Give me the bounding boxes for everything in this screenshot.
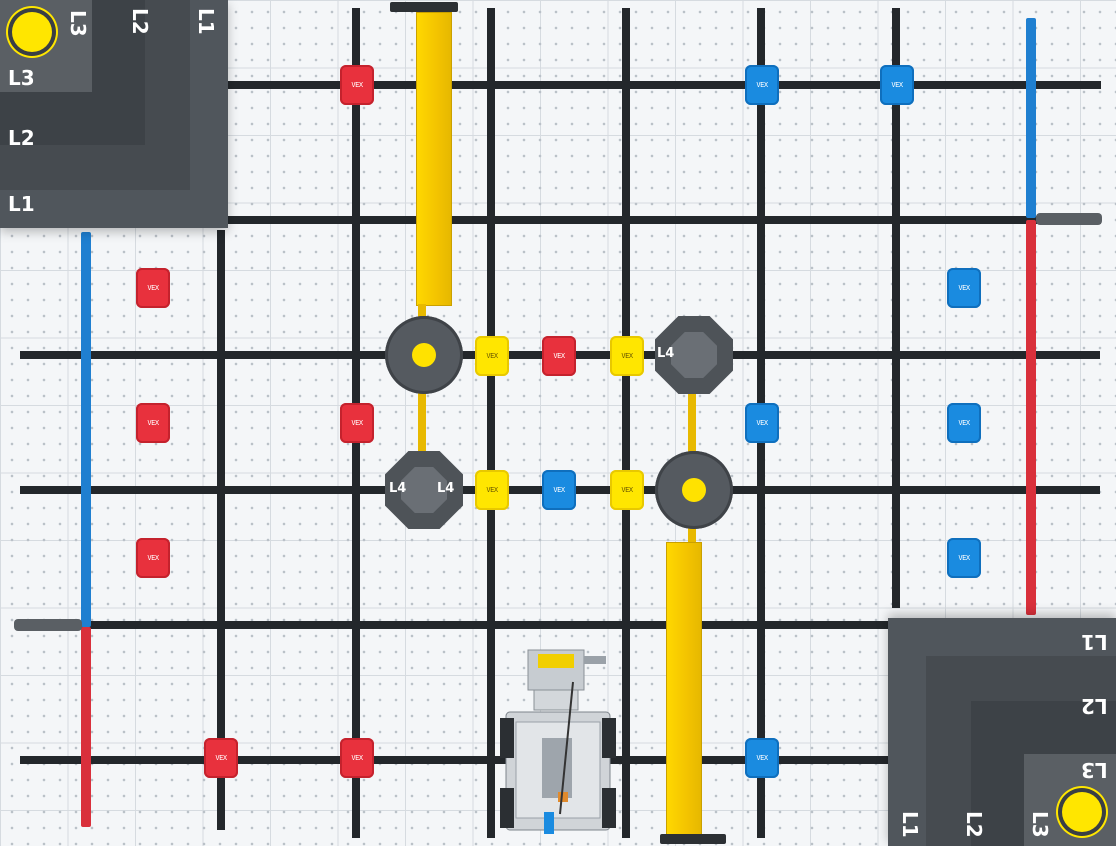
yellow-cube[interactable]: VEX: [475, 470, 509, 510]
level-label: L2: [1081, 694, 1108, 718]
level-label: L1: [194, 8, 218, 35]
cube-logo: VEX: [553, 352, 565, 360]
grid-line: [487, 8, 495, 838]
level-label: L3: [8, 66, 35, 90]
red-cube[interactable]: VEX: [136, 268, 170, 308]
cube-logo: VEX: [756, 81, 768, 89]
blue-cube[interactable]: VEX: [947, 268, 981, 308]
corner-goal-icon: [12, 12, 52, 52]
blue-cube[interactable]: VEX: [745, 738, 779, 778]
level-label: L2: [962, 811, 986, 838]
octagon-platform: L4 L4: [385, 451, 463, 529]
blue-cube[interactable]: VEX: [745, 65, 779, 105]
barrier-cap: [390, 2, 458, 12]
yellow-cube[interactable]: VEX: [475, 336, 509, 376]
grid-line: [226, 81, 1101, 89]
blue-cube[interactable]: VEX: [947, 538, 981, 578]
cube-logo: VEX: [147, 554, 159, 562]
grid-line: [892, 8, 900, 608]
red-wall-left: [81, 627, 91, 827]
round-platform: [655, 451, 733, 529]
octagon-platform: L4: [655, 316, 733, 394]
cube-logo: VEX: [553, 486, 565, 494]
yellow-barrier-top: [416, 12, 452, 306]
red-cube[interactable]: VEX: [340, 738, 374, 778]
blue-wall-right: [1026, 18, 1036, 218]
cube-logo: VEX: [486, 486, 498, 494]
blue-cube[interactable]: VEX: [745, 403, 779, 443]
grid-line: [20, 621, 900, 629]
level-label: L4: [437, 481, 455, 496]
cube-logo: VEX: [486, 352, 498, 360]
platform-hub: [682, 478, 706, 502]
cube-logo: VEX: [351, 419, 363, 427]
blue-cube[interactable]: VEX: [880, 65, 914, 105]
yellow-barrier-bottom: [666, 542, 702, 836]
cube-logo: VEX: [147, 284, 159, 292]
wall-joint: [14, 619, 82, 631]
vex-robot[interactable]: [498, 642, 618, 838]
cube-logo: VEX: [958, 284, 970, 292]
octagon-inner: [401, 467, 447, 513]
grid-line: [226, 216, 1101, 224]
barrier-cap: [660, 834, 726, 844]
yellow-cube[interactable]: VEX: [610, 336, 644, 376]
level-label: L2: [128, 8, 152, 35]
blue-cube[interactable]: VEX: [542, 470, 576, 510]
corner-goal-icon: [1062, 792, 1102, 832]
level-label: L3: [66, 10, 90, 37]
level-label: L4: [389, 481, 407, 496]
level-label: L2: [8, 126, 35, 150]
cube-logo: VEX: [351, 754, 363, 762]
corner-zone-top-left: L3 L2 L1 L3 L2 L1: [0, 0, 228, 228]
red-cube[interactable]: VEX: [340, 65, 374, 105]
level-label: L1: [898, 811, 922, 838]
wall-joint: [1036, 213, 1102, 225]
cube-logo: VEX: [621, 352, 633, 360]
grid-line: [20, 756, 900, 764]
red-wall-right: [1026, 220, 1036, 615]
level-label: L1: [1081, 630, 1108, 654]
level-label: L3: [1028, 811, 1052, 838]
red-cube[interactable]: VEX: [136, 403, 170, 443]
cube-logo: VEX: [147, 419, 159, 427]
cube-logo: VEX: [958, 419, 970, 427]
platform-hub: [412, 343, 436, 367]
cube-logo: VEX: [756, 754, 768, 762]
cube-logo: VEX: [215, 754, 227, 762]
red-cube[interactable]: VEX: [204, 738, 238, 778]
level-label: L3: [1081, 758, 1108, 782]
red-cube[interactable]: VEX: [136, 538, 170, 578]
robot-icon: [500, 649, 616, 834]
yellow-cube[interactable]: VEX: [610, 470, 644, 510]
level-label: L4: [657, 346, 675, 361]
cube-logo: VEX: [756, 419, 768, 427]
octagon-inner: [671, 332, 717, 378]
grid-line: [622, 8, 630, 838]
blue-cube[interactable]: VEX: [947, 403, 981, 443]
cube-logo: VEX: [621, 486, 633, 494]
cube-logo: VEX: [958, 554, 970, 562]
blue-wall-left: [81, 232, 91, 627]
level-label: L1: [8, 192, 35, 216]
corner-zone-bottom-right: L1 L2 L3 L1 L2 L3: [888, 618, 1116, 846]
red-cube[interactable]: VEX: [542, 336, 576, 376]
round-platform: [385, 316, 463, 394]
cube-logo: VEX: [351, 81, 363, 89]
cube-logo: VEX: [891, 81, 903, 89]
grid-line: [217, 230, 225, 830]
red-cube[interactable]: VEX: [340, 403, 374, 443]
